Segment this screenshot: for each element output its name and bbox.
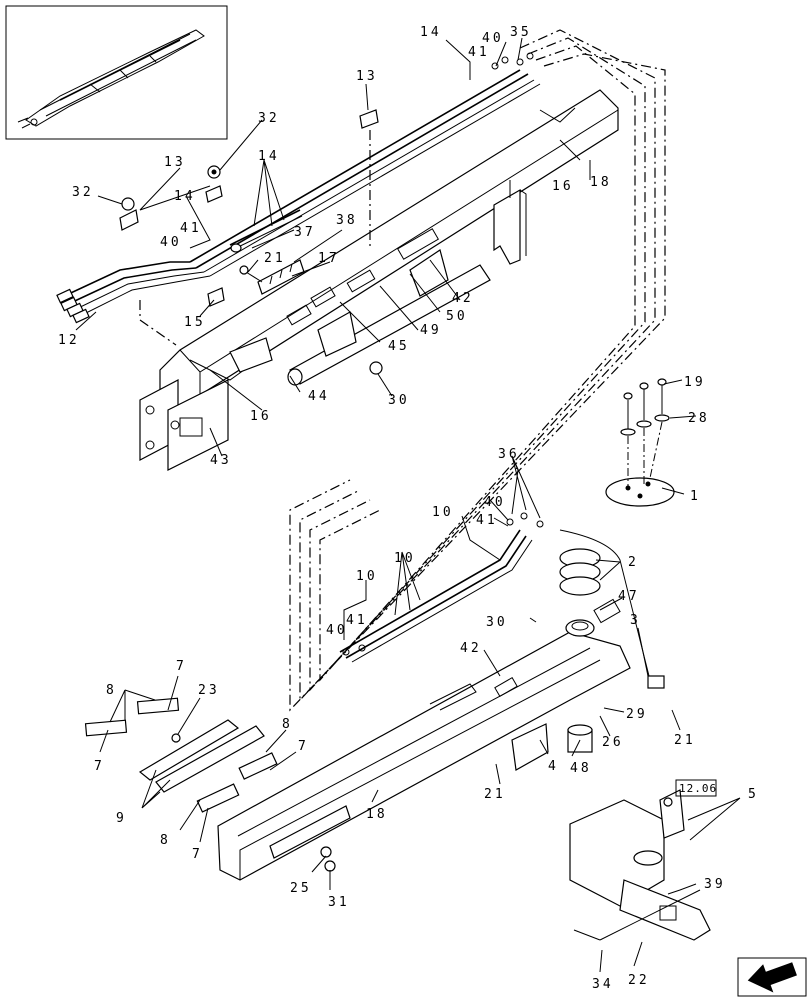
leader-lines	[75, 37, 741, 973]
callout-37: 37	[294, 225, 316, 240]
next-page-arrow-icon[interactable]	[737, 955, 807, 1000]
callout-45: 45	[388, 339, 410, 354]
callout-labels: 14 40 35 41 13 32 13 14 32 14 41 40 37 3…	[58, 25, 759, 992]
callout-40: 40	[482, 31, 504, 46]
callout-5: 5	[748, 787, 759, 802]
callout-7: 7	[94, 759, 105, 774]
callout-26: 26	[602, 735, 624, 750]
callout-38: 38	[336, 213, 358, 228]
callout-40: 40	[326, 623, 348, 638]
reference-box[interactable]: 12.06	[675, 779, 717, 797]
callout-36: 36	[498, 447, 520, 462]
callout-12: 12	[58, 333, 80, 348]
callout-41: 41	[468, 45, 490, 60]
callout-47: 47	[618, 589, 640, 604]
callout-30: 30	[388, 393, 410, 408]
pivot-bracket	[569, 789, 711, 941]
callout-32: 32	[72, 185, 94, 200]
swivel-plate-group	[605, 378, 675, 507]
callout-21: 21	[484, 787, 506, 802]
callout-7: 7	[298, 739, 309, 754]
callout-42: 42	[460, 641, 482, 656]
hose-routing-phantom-lines	[139, 29, 666, 712]
callout-25: 25	[290, 881, 312, 896]
callout-34: 34	[592, 977, 614, 992]
callout-22: 22	[628, 973, 650, 988]
overview-thumbnail[interactable]	[5, 5, 228, 140]
callout-7: 7	[176, 659, 187, 674]
callout-10: 10	[356, 569, 378, 584]
seal-rings	[559, 548, 601, 596]
lower-hoses	[339, 512, 544, 663]
callout-7: 7	[192, 847, 203, 862]
callout-10: 10	[394, 551, 416, 566]
overview-boom-sketch	[17, 29, 205, 129]
callout-43: 43	[210, 453, 232, 468]
callout-13: 13	[164, 155, 186, 170]
wear-strips	[84, 697, 278, 813]
reference-box-label: 12.06	[679, 782, 717, 795]
callout-40: 40	[160, 235, 182, 250]
callout-15: 15	[184, 315, 206, 330]
callout-14: 14	[420, 25, 442, 40]
callout-18: 18	[366, 807, 388, 822]
callout-28: 28	[688, 411, 710, 426]
callout-23: 23	[198, 683, 220, 698]
callout-41: 41	[346, 613, 368, 628]
callout-17: 17	[318, 251, 340, 266]
callout-10: 10	[432, 505, 454, 520]
callout-8: 8	[106, 683, 117, 698]
callout-8: 8	[282, 717, 293, 732]
callout-29: 29	[626, 707, 648, 722]
callout-30: 30	[486, 615, 508, 630]
lower-boom-assembly	[217, 529, 665, 881]
callout-40: 40	[484, 495, 506, 510]
callout-39: 39	[704, 877, 726, 892]
callout-21: 21	[674, 733, 696, 748]
callout-50: 50	[446, 309, 468, 324]
callout-3: 3	[630, 613, 641, 628]
callout-14: 14	[258, 149, 280, 164]
callout-41: 41	[180, 221, 202, 236]
callout-14: 14	[174, 189, 196, 204]
callout-48: 48	[570, 761, 592, 776]
callout-9: 9	[116, 811, 127, 826]
callout-13: 13	[356, 69, 378, 84]
callout-8: 8	[160, 833, 171, 848]
callout-19: 19	[684, 375, 706, 390]
callout-2: 2	[628, 555, 639, 570]
callout-4: 4	[548, 759, 559, 774]
callout-16: 16	[250, 409, 272, 424]
callout-49: 49	[420, 323, 442, 338]
callout-42: 42	[452, 291, 474, 306]
callout-31: 31	[328, 895, 350, 910]
callout-44: 44	[308, 389, 330, 404]
callout-16: 16	[552, 179, 574, 194]
upper-boom-beam	[159, 89, 619, 411]
callout-35: 35	[510, 25, 532, 40]
callout-32: 32	[258, 111, 280, 126]
callout-18: 18	[590, 175, 612, 190]
callout-1: 1	[690, 489, 701, 504]
callout-21: 21	[264, 251, 286, 266]
callout-41: 41	[476, 513, 498, 528]
upper-hoses	[56, 52, 541, 375]
upper-boom-assembly	[139, 89, 619, 471]
